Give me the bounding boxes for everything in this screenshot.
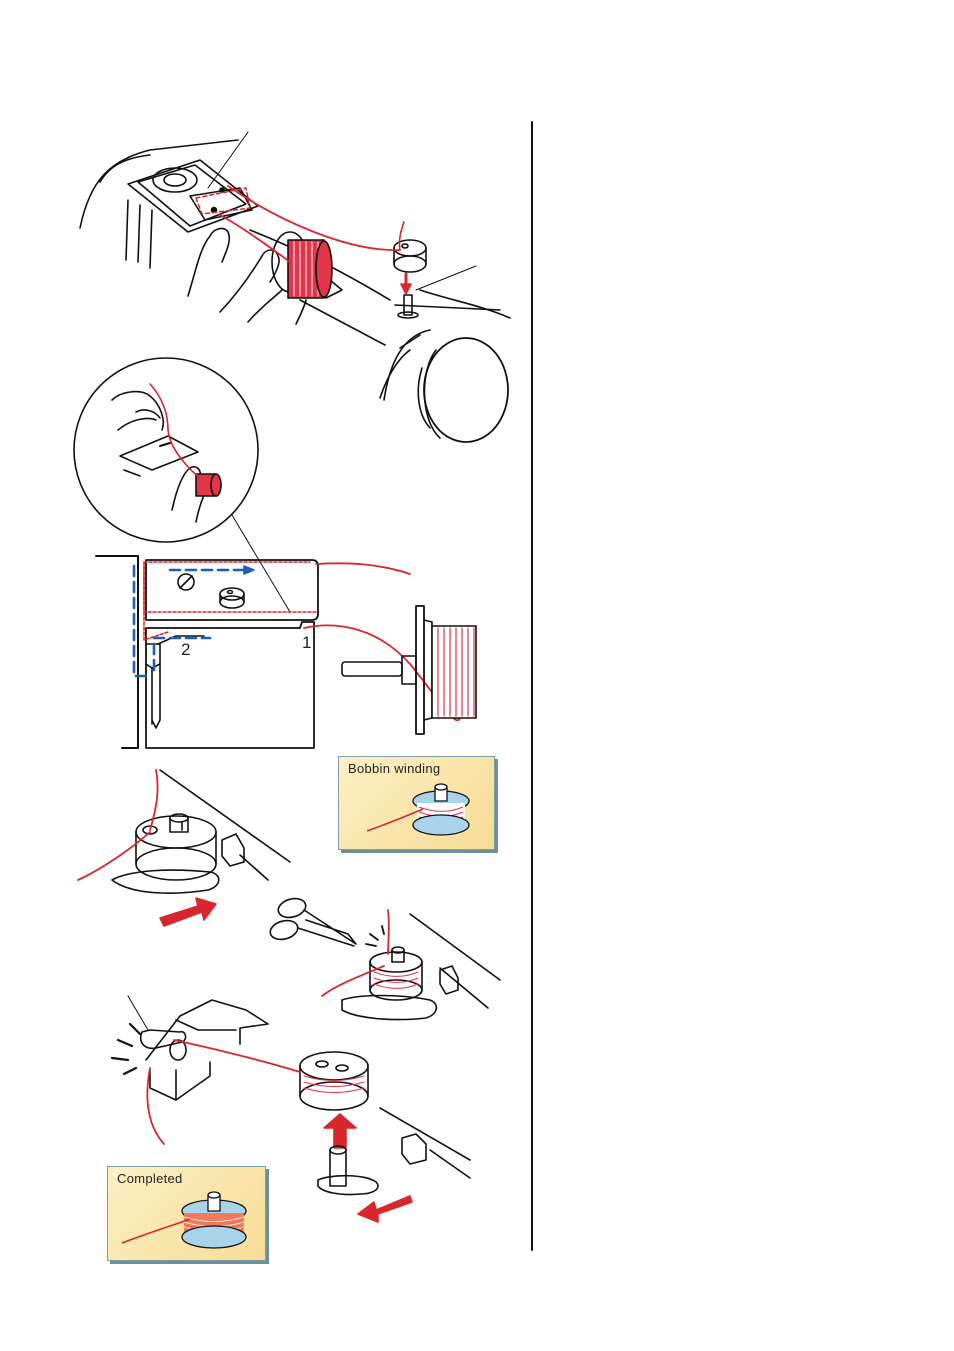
guide-number-2: 2: [181, 640, 190, 660]
detail-circle: [74, 358, 290, 612]
thread-guide-diagram: [96, 556, 476, 748]
bobbin-winding-callout: Bobbin winding: [338, 756, 495, 850]
completed-bobbin-icon: [108, 1167, 265, 1260]
guide-number-1: 1: [302, 633, 311, 653]
bobbin-on-winder: [78, 770, 290, 926]
machine-top-view: [80, 132, 510, 442]
bobbin-winding-icon: [339, 757, 494, 849]
scissors-cut: [268, 896, 500, 1020]
completed-callout: Completed: [107, 1166, 266, 1261]
